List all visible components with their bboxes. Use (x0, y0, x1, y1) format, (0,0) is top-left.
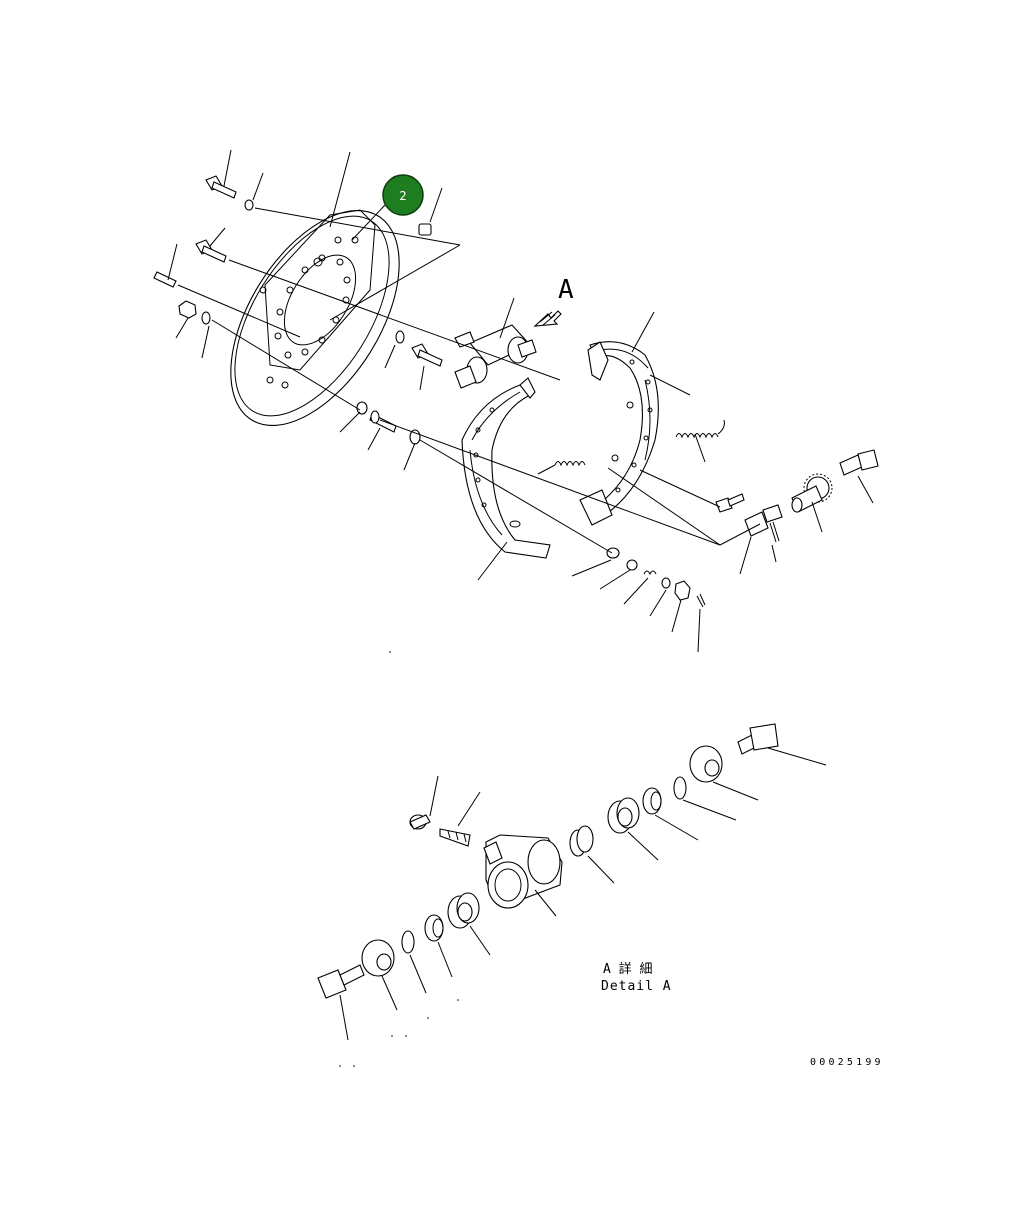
hold-down-washer-2 (661, 577, 671, 589)
callout-marker[interactable]: 2 (382, 174, 424, 216)
anchor-washer (356, 401, 368, 415)
detail-a-assembly (317, 723, 779, 999)
dowel-pin (153, 271, 177, 288)
lock-washer-left (201, 311, 211, 325)
backing-plate (230, 209, 400, 426)
bolt-top (205, 175, 237, 199)
detail-caption-en: Detail A (601, 979, 672, 994)
washer-cylinder-bolt (395, 330, 405, 344)
detail-piston-left (447, 892, 480, 929)
cylinder-bolt (411, 343, 443, 367)
detail-clip-right (673, 776, 687, 800)
hold-down-cup (626, 559, 638, 571)
brake-shoe-rear (579, 341, 659, 526)
detail-caption-jp: A 詳 細 (603, 961, 652, 977)
detail-boot-right (689, 745, 723, 783)
leader-dots (339, 651, 459, 1067)
adjuster-bolt (715, 493, 745, 513)
callout-label: 2 (399, 189, 406, 203)
adjuster-screw (839, 449, 879, 476)
return-spring-upper (675, 419, 725, 439)
detail-piston-right (607, 797, 640, 834)
bleeder-cap (418, 223, 432, 236)
detail-cup-right (642, 787, 662, 815)
brake-shoe-front (461, 377, 551, 559)
nut-left (178, 300, 197, 319)
washer-top (244, 199, 254, 211)
star-wheel (791, 473, 833, 513)
callout-leader (351, 204, 386, 241)
detail-spring (569, 825, 594, 857)
leader-lines-detail (339, 747, 827, 1041)
detail-clip-left (401, 930, 415, 954)
detail-push-rod-left (317, 964, 365, 999)
view-letter: A (558, 275, 574, 305)
drawing-number: 00025199 (810, 1057, 884, 1068)
cotter-pin-adjuster (769, 521, 780, 543)
hold-down-spring (643, 570, 657, 576)
detail-boot-left (361, 939, 395, 977)
cotter-pin (696, 593, 706, 608)
assembly-centerlines (177, 207, 761, 554)
detail-cylinder-body (483, 834, 563, 909)
hold-down-washer (606, 547, 620, 559)
anchor-pin (369, 410, 397, 433)
return-spring-lower (537, 461, 586, 475)
adjuster-socket (744, 504, 783, 537)
castle-nut (674, 580, 691, 601)
detail-cup-left (424, 914, 444, 942)
detail-push-rod-right (737, 723, 779, 755)
detail-bleeder-screw (439, 828, 471, 847)
view-arrow (533, 310, 562, 327)
bolt-mid (195, 239, 227, 263)
detail-bleeder-cap (409, 814, 431, 830)
leader-lines-main (167, 149, 874, 653)
